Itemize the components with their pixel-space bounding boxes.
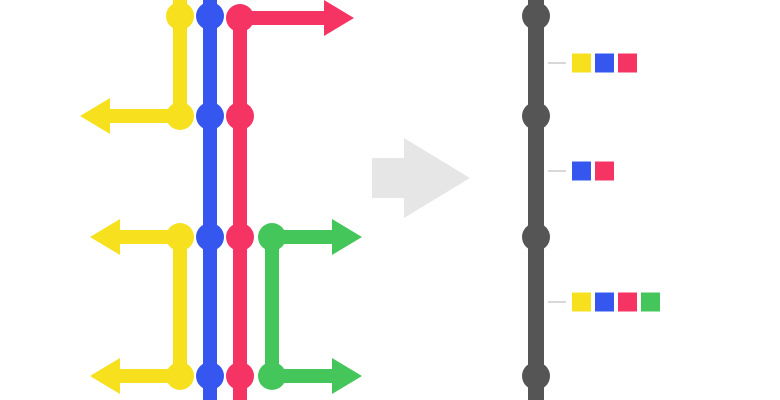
legend-square-yellow (572, 53, 591, 73)
green-route-line (265, 230, 332, 383)
green-route-arrow-east-upper (332, 219, 362, 255)
line-legend-groups (548, 53, 660, 312)
yellow-route-bottom-branch (118, 230, 187, 383)
green-route-arrow-east-lower (332, 358, 362, 394)
trunk-stop-upper (522, 102, 550, 130)
green-stop-middle (258, 223, 286, 251)
red-stop-lower (226, 362, 254, 390)
transform-arrow-icon (372, 138, 470, 218)
yellow-stop-top (166, 2, 194, 30)
yellow-route-arrow-west-lower (90, 358, 120, 394)
multi-line-route-diagram (80, 0, 362, 400)
yellow-stop-middle (166, 223, 194, 251)
legend-square-red (595, 161, 614, 181)
merged-trunk-diagram (522, 0, 660, 400)
legend-square-blue (572, 161, 591, 181)
legend-group-1 (548, 53, 637, 73)
legend-square-blue (595, 292, 614, 312)
blue-route (196, 0, 224, 400)
red-route (226, 0, 354, 400)
yellow-route-arrow-west-middle (90, 219, 120, 255)
green-stop-lower (258, 362, 286, 390)
red-stop-top (226, 4, 254, 32)
yellow-route-arrow-west-upper (80, 98, 110, 134)
red-route-arrow-east (324, 0, 354, 36)
blue-stop-middle (196, 223, 224, 251)
legend-group-3 (548, 292, 660, 312)
trunk-stop-top (522, 2, 550, 30)
legend-square-red (618, 292, 637, 312)
legend-square-yellow (572, 292, 591, 312)
legend-group-2 (548, 161, 614, 181)
red-stop-upper (226, 102, 254, 130)
blue-stop-lower (196, 362, 224, 390)
blue-stop-upper (196, 102, 224, 130)
red-stop-middle (226, 223, 254, 251)
yellow-stop-lower (166, 362, 194, 390)
legend-square-red (618, 53, 637, 73)
legend-square-blue (595, 53, 614, 73)
yellow-stop-upper (166, 102, 194, 130)
trunk-stop-middle (522, 223, 550, 251)
red-route-line (233, 11, 326, 400)
yellow-route (80, 0, 194, 394)
trunk-stop-lower (522, 362, 550, 390)
green-route (258, 219, 362, 394)
blue-stop-top (196, 2, 224, 30)
legend-square-green (641, 292, 660, 312)
